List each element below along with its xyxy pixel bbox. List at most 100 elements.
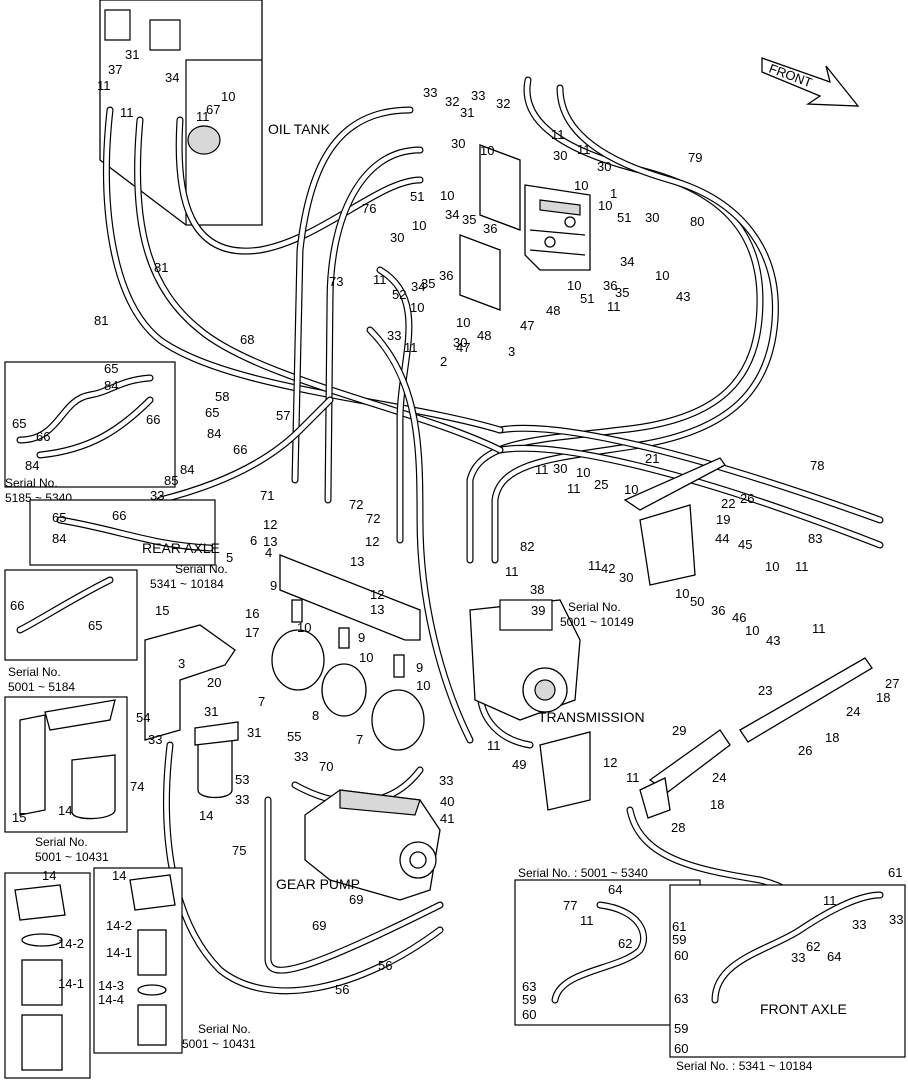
callout-42: 42 (601, 561, 615, 576)
callout-22: 22 (721, 496, 735, 511)
callout-58: 58 (215, 389, 229, 404)
callout-23: 23 (758, 683, 772, 698)
callout-74: 74 (130, 779, 144, 794)
callout-66-5: 66 (10, 598, 24, 613)
callout-3-2: 3 (178, 656, 185, 671)
callout-51-2: 51 (580, 291, 594, 306)
callout-30-3: 30 (453, 335, 467, 350)
callout-73: 73 (329, 274, 343, 289)
callout-33-9: 33 (791, 950, 805, 965)
callout-69-2: 69 (349, 892, 363, 907)
gear-pump: GEAR PUMP (276, 789, 441, 901)
callout-50: 50 (690, 594, 704, 609)
front-axle-label: FRONT AXLE (760, 1001, 847, 1017)
callout-53: 53 (235, 772, 249, 787)
callout-10-5: 10 (410, 300, 424, 315)
hose-network (103, 76, 884, 995)
callout-48-2: 48 (546, 303, 560, 318)
callout-12-3: 12 (370, 587, 384, 602)
accumulators (271, 599, 425, 751)
steering-cylinder (639, 657, 873, 819)
callout-11-15: 11 (487, 738, 501, 753)
callout-17: 17 (245, 625, 259, 640)
callout-7-2: 7 (356, 732, 363, 747)
callout-34-2: 34 (445, 207, 459, 222)
callout-10-8: 10 (567, 278, 581, 293)
callout-60: 60 (522, 1007, 536, 1022)
callout-10-15: 10 (624, 482, 638, 497)
callout-30-2: 30 (451, 136, 465, 151)
callout-1: 1 (610, 186, 617, 201)
callout-9-3: 9 (416, 660, 423, 675)
callout-45: 45 (738, 537, 752, 552)
callout-33-3: 33 (387, 328, 401, 343)
serial-note-front-top: Serial No. : 5001 ~ 5340 (518, 866, 648, 880)
inset-filter-bracket (4, 696, 128, 833)
callout-15-2: 15 (155, 603, 169, 618)
gear-pump-label: GEAR PUMP (276, 876, 360, 892)
callout-14: 14 (58, 803, 72, 818)
transmission-label: TRANSMISSION (538, 709, 645, 725)
serial-note-5001-5184: Serial No. (8, 665, 61, 679)
serial-note-10149: Serial No. (568, 600, 621, 614)
callout-61-2: 61 (888, 865, 902, 880)
callout-55: 55 (287, 729, 301, 744)
callout-62: 62 (618, 936, 632, 951)
callout-34-4: 34 (620, 254, 634, 269)
front-label: FRONT (767, 61, 814, 90)
callout-14-3: 14-3 (98, 978, 124, 993)
serial-range-10431-b: 5001 ~ 10431 (182, 1037, 256, 1051)
callout-11-17: 11 (823, 893, 837, 908)
serial-note-10431-a: Serial No. (35, 835, 88, 849)
callout-29: 29 (672, 723, 686, 738)
callout-66-2: 66 (146, 412, 160, 427)
inset-front-axle-bottom (669, 884, 906, 1058)
callout-12-2: 12 (365, 534, 379, 549)
callout-numbers: 1233456778999101010101010101010101010101… (10, 47, 903, 1056)
callout-14-1-2: 14-1 (106, 945, 132, 960)
callout-10-11: 10 (297, 620, 311, 635)
callout-72: 72 (349, 497, 363, 512)
callout-28: 28 (671, 820, 685, 835)
callout-84-2: 84 (207, 426, 221, 441)
callout-41: 41 (440, 811, 454, 826)
callout-11-11: 11 (588, 558, 602, 573)
callout-14-1: 14-1 (58, 976, 84, 991)
callout-14-2: 14 (199, 808, 213, 823)
callout-59: 59 (522, 992, 536, 1007)
callout-35-3: 35 (615, 285, 629, 300)
callout-56-2: 56 (378, 958, 392, 973)
callout-63: 63 (522, 979, 536, 994)
callout-39: 39 (531, 603, 545, 618)
callout-81-2: 81 (94, 313, 108, 328)
callout-11-14: 11 (812, 621, 826, 636)
callout-11-4: 11 (551, 127, 565, 142)
accumulator-bracket (279, 554, 421, 641)
callout-9-2: 9 (358, 630, 365, 645)
callout-80: 80 (690, 214, 704, 229)
callout-12: 12 (263, 517, 277, 532)
inset-serial-5185-5340 (4, 361, 176, 488)
callout-10-6: 10 (456, 315, 470, 330)
callout-11-12: 11 (505, 564, 519, 579)
callout-77: 77 (563, 898, 577, 913)
callout-81: 81 (154, 260, 168, 275)
serial-note-5341: Serial No. (175, 562, 228, 576)
callout-65: 65 (104, 361, 118, 376)
callout-14-2: 14-2 (58, 936, 84, 951)
inset-rear-axle (29, 499, 216, 566)
callout-47-2: 47 (520, 318, 534, 333)
callout-11-8: 11 (607, 299, 621, 314)
callout-37: 37 (108, 62, 122, 77)
callout-84-5: 84 (180, 462, 194, 477)
callout-30-7: 30 (645, 210, 659, 225)
callout-72-2: 72 (366, 511, 380, 526)
callout-8: 8 (312, 708, 319, 723)
callout-10-16: 10 (675, 586, 689, 601)
callout-44: 44 (715, 531, 729, 546)
callout-33-2: 33 (471, 88, 485, 103)
callout-33-10: 33 (852, 917, 866, 932)
callout-43-2: 43 (766, 633, 780, 648)
callout-14-3: 14 (42, 868, 56, 883)
callout-11-2: 11 (120, 105, 134, 120)
